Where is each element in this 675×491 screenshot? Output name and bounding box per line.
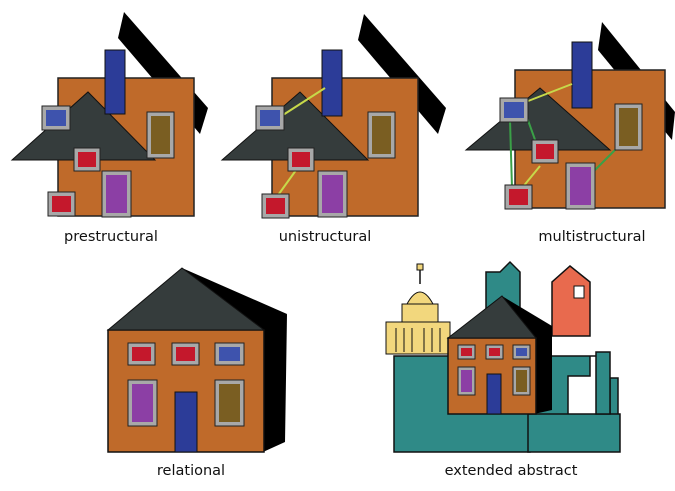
connector <box>509 119 513 189</box>
roof-side <box>182 268 287 330</box>
chimney <box>321 49 343 117</box>
coral-window <box>573 285 585 299</box>
roof-side <box>502 296 552 338</box>
connector <box>522 83 573 104</box>
capitol-building <box>385 263 451 355</box>
door <box>486 373 502 415</box>
chimney <box>571 41 593 109</box>
factory-block <box>527 413 621 453</box>
label-multistructural: multistructural <box>538 229 646 245</box>
coral-house <box>551 265 591 337</box>
chimney <box>104 49 126 115</box>
label-relational: relational <box>156 463 226 479</box>
unistructural-house <box>220 14 446 219</box>
relational-house <box>106 267 287 453</box>
label-unistructural: unistructural <box>278 229 372 245</box>
label-extended-abstract: extended abstract <box>444 463 578 479</box>
prestructural-house <box>10 12 208 218</box>
door <box>174 391 198 453</box>
connector <box>282 87 326 116</box>
extended-abstract-scene <box>385 260 621 453</box>
side-shadow <box>534 326 552 414</box>
smokestack <box>595 351 611 415</box>
roof <box>446 295 538 339</box>
flying-roof-shadow <box>358 14 446 134</box>
side-shadow <box>263 314 287 452</box>
connector <box>521 165 541 189</box>
roof <box>106 267 266 331</box>
label-prestructural: prestructural <box>64 229 158 245</box>
multistructural-house <box>464 22 675 210</box>
